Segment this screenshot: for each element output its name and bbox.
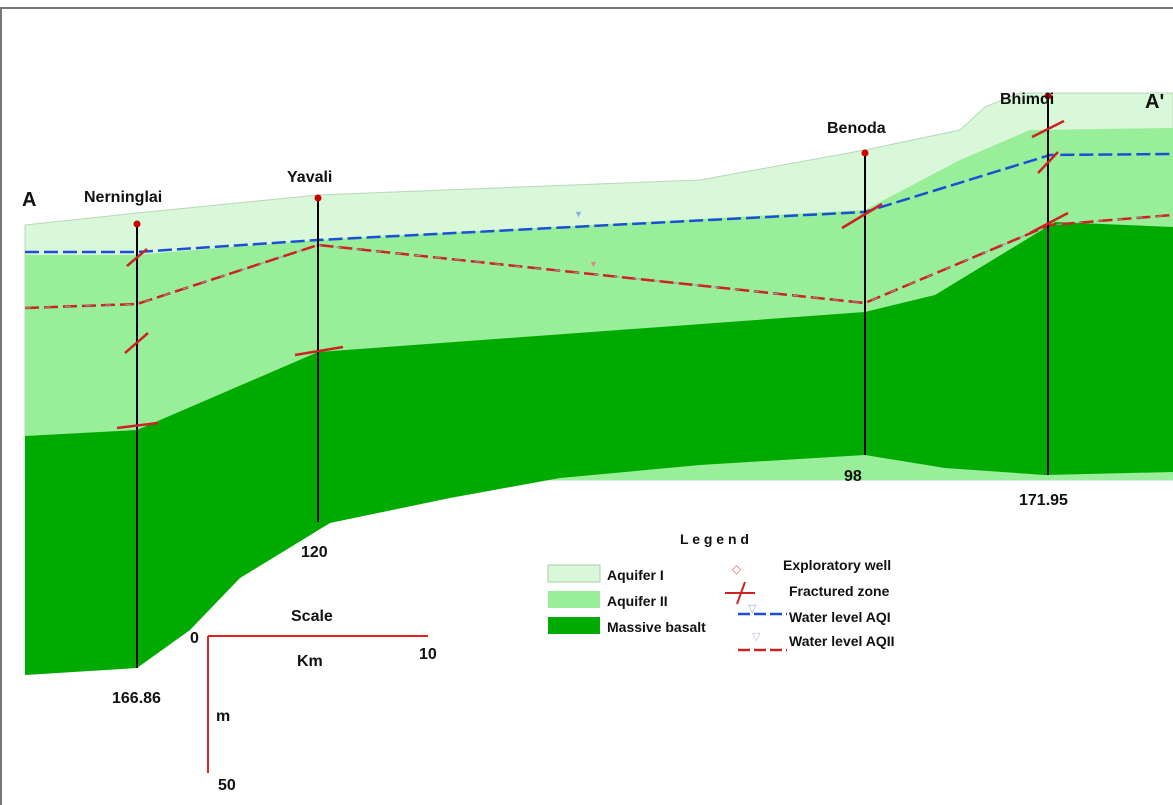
well-name: Bhimdi — [1000, 91, 1054, 108]
well-nerninglai — [133, 220, 141, 668]
fracture-cross-icon — [126, 248, 148, 267]
well-name: Benoda — [827, 120, 886, 137]
well-marker-icon: ◇ — [732, 562, 742, 576]
legend-swatch-aquifer-1 — [547, 564, 601, 583]
well-marker-icon — [133, 220, 141, 228]
section-end-label: A' — [1145, 91, 1164, 113]
water-level-marker-icon: ▽ — [748, 603, 757, 615]
fracture-cross-icon — [124, 332, 149, 354]
legend-label: Aquifer II — [607, 593, 668, 609]
legend-label: Water level AQII — [789, 633, 895, 649]
well-depth-label: 120 — [301, 544, 328, 561]
water-level-marker-icon: ▼ — [589, 259, 598, 269]
well-depth-label: 166.86 — [112, 690, 161, 707]
massive-basalt-layer — [25, 222, 1173, 675]
well-marker-icon — [1044, 92, 1052, 100]
fracture-cross-icon — [1031, 119, 1065, 139]
legend-label: Massive basalt — [607, 619, 706, 635]
fracture-cross-icon — [1029, 211, 1069, 235]
water-level-aqii-line — [24, 213, 1173, 310]
fractured-zones — [116, 119, 1069, 430]
legend-swatch-aquifer-2 — [548, 591, 600, 608]
scale-h-end: 10 — [419, 646, 437, 663]
legend-title: L e g e n d — [680, 531, 749, 547]
scale-h-start: 0 — [190, 630, 199, 647]
well-marker-icon — [861, 149, 869, 157]
legend-label: Water level AQI — [789, 609, 891, 625]
water-level-aqi-line — [25, 152, 1173, 254]
scale-v-end: 50 — [218, 777, 236, 794]
legend: L e g e n d Aquifer I Aquifer II Massive… — [547, 531, 895, 652]
section-start-label: A — [22, 189, 36, 211]
scale-bar: Scale 0 10 Km m 50 — [190, 608, 437, 794]
legend-label: Exploratory well — [783, 557, 891, 573]
fracture-cross-icon — [294, 345, 344, 357]
scale-h-unit: Km — [297, 653, 323, 670]
well-depth-label: 98 — [844, 468, 862, 485]
water-level-marker-icon: ▽ — [752, 631, 761, 643]
well-name: Yavali — [287, 169, 332, 186]
well-yavali — [314, 194, 322, 522]
well-bhimdi — [1044, 92, 1052, 475]
well-benoda — [861, 149, 869, 455]
well-depth-label: 171.95 — [1019, 492, 1068, 509]
scale-v-unit: m — [216, 708, 230, 725]
legend-label: Fractured zone — [789, 583, 890, 599]
legend-swatch-massive-basalt — [548, 617, 600, 634]
scale-title: Scale — [291, 608, 333, 625]
fracture-cross-icon — [725, 581, 755, 605]
well-name: Nerninglai — [84, 189, 162, 206]
water-level-marker-icon: ▼ — [574, 209, 583, 219]
fracture-cross-icon — [1037, 151, 1059, 174]
legend-label: Aquifer I — [607, 567, 664, 583]
fracture-cross-icon — [116, 421, 159, 430]
well-marker-icon — [314, 194, 322, 202]
fracture-cross-icon — [841, 202, 883, 230]
